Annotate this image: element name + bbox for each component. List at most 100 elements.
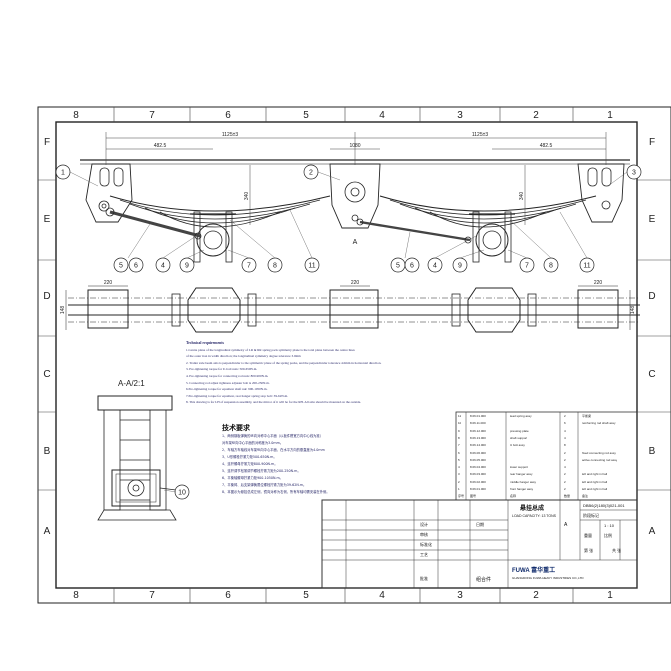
notes-en-line: 1.Centre plane of the longitudinal symme… — [186, 347, 355, 352]
bom-quantity: 4 — [564, 465, 566, 470]
balloon-4b-text: 4 — [433, 263, 437, 270]
title-block-grid — [321, 499, 638, 589]
bom-row: 8 8.06.13.000 shaft support 4 — [456, 434, 606, 442]
bom-quantity: 2 — [564, 487, 566, 491]
bom-part-name: U bolt assy — [510, 443, 525, 448]
elevation-dimension-lines — [105, 132, 607, 225]
bom-note: fixed connecting rod assy — [582, 450, 616, 455]
notes-cn-line: 3、U形螺栓拧紧力矩500-650N.m。 — [222, 455, 277, 459]
zone-col-5-bottom: 5 — [303, 590, 309, 601]
load-capacity: LOAD CAPACITY: 13 TONS — [512, 514, 556, 518]
bom-part-code: 8.06.14.000 — [470, 443, 486, 448]
zone-col-1-bottom: 1 — [607, 590, 613, 601]
plan-view — [65, 285, 640, 333]
bom-part-name: pressing plate — [510, 428, 529, 433]
bom-part-code: 8.06.02.000 — [470, 479, 486, 484]
dim-right-hanger: 482.5 — [540, 143, 553, 149]
dim-plan-left-width: 220 — [104, 280, 113, 286]
dim-top-left-span: 1125±3 — [222, 132, 238, 138]
notes-en-line: 3. Pre-tightening torque for U-bolt nuts… — [186, 367, 258, 372]
notes-cn-line: 1、两侧钢板弹簧的纵向对称中心平面（以板件槽宽方向中心线为准） — [222, 434, 324, 438]
zone-col-6-top: 6 — [225, 110, 231, 121]
zone-row-b-right: B — [648, 446, 656, 457]
bom-quantity: 2 — [564, 472, 566, 477]
balloon-2-text: 2 — [309, 170, 313, 177]
weight-label: 重量 — [584, 533, 592, 538]
dim-left-hanger: 482.5 — [154, 143, 167, 149]
zone-col-8-bottom: 8 — [73, 590, 79, 601]
bom-part-name: front hanger assy — [510, 487, 534, 491]
zone-col-2-top: 2 — [533, 110, 539, 121]
bom-quantity: 6 — [564, 421, 566, 426]
bom-part-code: 8.06.04.000 — [470, 465, 486, 470]
bom-part-name: rear hanger assy — [510, 472, 533, 477]
bom-part-code: 8.06.01.000 — [470, 487, 486, 491]
bom-part-name: 名称 — [510, 494, 517, 499]
stage-label: 阶段标记 — [583, 513, 599, 518]
bom-item-no: 8 — [458, 435, 460, 440]
drawing-number: DBB6(2)180(3)021-001 — [583, 503, 625, 508]
zone-col-3-bottom: 3 — [457, 590, 463, 601]
notes-en-line: 8. This drawing is for LH of suspension … — [186, 400, 361, 405]
balloon-11a-text: 11 — [308, 263, 315, 270]
bom-part-code: 8.06.11.000 — [470, 421, 486, 426]
dim-top-right-span: 1125±3 — [472, 132, 488, 138]
bom-part-name: lower support — [510, 465, 529, 470]
notes-en-line: 6.Pre-tightening torque for equalizer sh… — [186, 387, 268, 392]
zone-row-d-left: D — [43, 291, 51, 302]
zone-row-a-left: A — [43, 526, 51, 537]
section-a-a-label: A-A/2:1 — [118, 379, 145, 388]
zone-col-7-bottom: 7 — [149, 590, 155, 601]
balloon-11b-text: 11 — [583, 263, 590, 270]
dim-height-left: 340 — [244, 192, 250, 201]
balloon-8a-text: 8 — [273, 263, 277, 270]
technical-requirements-cn: 技术要求 1、两侧钢板弹簧的纵向对称中心平面（以板件槽宽方向中心线为准） 对车架… — [222, 423, 452, 496]
balloon-9a-text: 9 — [185, 263, 189, 270]
zone-col-3-top: 3 — [457, 110, 463, 121]
notes-cn-title: 技术要求 — [222, 424, 250, 432]
bom-quantity: 4 — [564, 435, 566, 440]
dim-plan-right-height: 148 — [630, 306, 636, 315]
dim-height-right: 340 — [519, 192, 525, 201]
bom-quantity: 2 — [564, 479, 566, 484]
zone-row-a-right: A — [648, 526, 656, 537]
bom-part-code: 8.06.13.000 — [470, 435, 486, 440]
zone-col-7-top: 7 — [149, 110, 155, 121]
notes-en-line: 5. Connecting rod adjust tightness adjus… — [186, 380, 270, 385]
dim-center: 1080 — [349, 143, 360, 149]
balloon-7a-text: 7 — [247, 263, 251, 270]
zone-row-f-right: F — [648, 137, 656, 148]
bom-note: left and right in half — [582, 487, 608, 491]
zone-row-e-right: E — [648, 214, 656, 225]
zone-row-c-left: C — [43, 369, 51, 380]
notes-en-line: of the outer iron in width direction; th… — [186, 354, 301, 359]
bom-part-code: 8.06.03.000 — [470, 472, 486, 477]
notes-en-line: 2. Trailer axle beam axis is perpendicul… — [186, 360, 382, 365]
outer-frame — [37, 106, 671, 604]
zone-col-8-top: 8 — [73, 110, 79, 121]
notes-en-title: Technical requirements — [186, 341, 225, 345]
balloon-4a-text: 4 — [161, 263, 165, 270]
section-view — [97, 395, 177, 521]
bom-item-no: 序号 — [458, 494, 465, 499]
notes-en-line: 7.Pre-tightening torque for equalizer, r… — [186, 393, 288, 398]
bom-quantity: 4 — [564, 428, 566, 433]
balloon-5a — [113, 257, 129, 273]
balloon-5b-text: 5 — [396, 263, 400, 270]
bom-header-row: 序号图号名称数量备注 — [456, 492, 606, 500]
balloon-3-text: 3 — [632, 170, 636, 177]
zone-row-c-right: C — [648, 369, 656, 380]
zone-row-f-left: F — [43, 137, 51, 148]
balloon-10-text: 10 — [178, 490, 186, 497]
assembly-label: 组合件 — [476, 577, 492, 583]
balloon-7b-text: 7 — [525, 263, 529, 270]
bom-part-name: shaft support — [510, 435, 528, 440]
zone-col-1-top: 1 — [607, 110, 613, 121]
balloon-8b-text: 8 — [549, 263, 553, 270]
